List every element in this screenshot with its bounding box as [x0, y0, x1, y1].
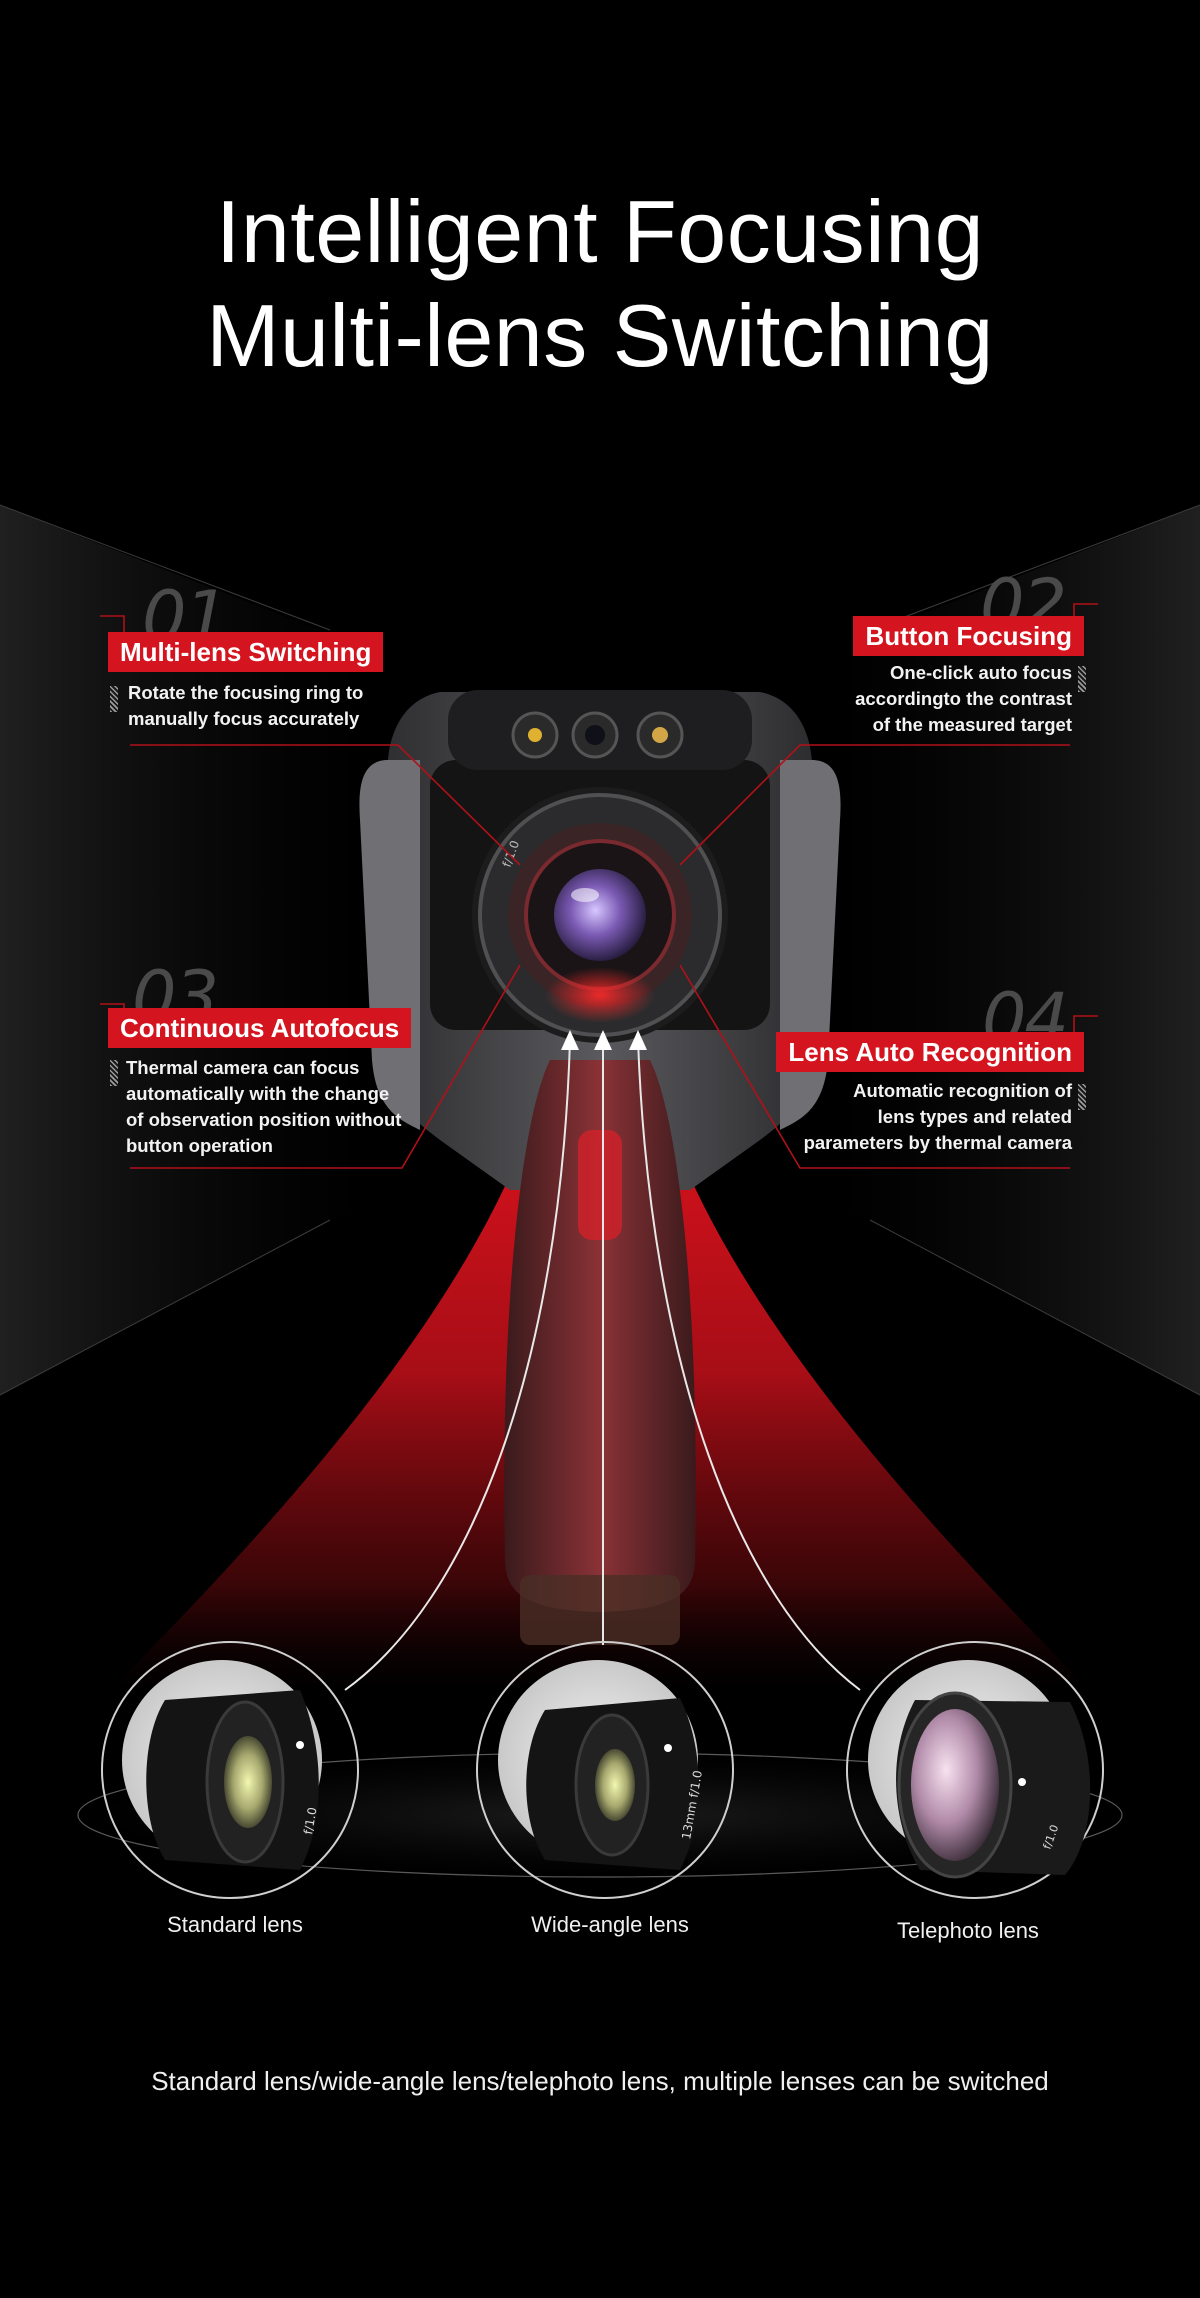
desc-line: accordingto the contrast	[855, 688, 1072, 709]
feature-desc-01: Rotate the focusing ring to manually foc…	[128, 680, 448, 732]
feature-label-continuous-autofocus: Continuous Autofocus	[108, 1008, 412, 1048]
desc-line: manually focus accurately	[128, 708, 360, 729]
desc-line: of the measured target	[872, 714, 1072, 735]
title-line-1: Intelligent Focusing	[215, 182, 985, 281]
footer-caption: Standard lens/wide-angle lens/telephoto …	[151, 2066, 1049, 2096]
feature-desc-03: Thermal camera can focus automatically w…	[126, 1055, 456, 1159]
feature-label-button-focusing: Button Focusing	[853, 616, 1084, 656]
title-line-2: Multi-lens Switching	[206, 286, 994, 385]
hatch-icon	[110, 1060, 118, 1086]
desc-line: One-click auto focus	[890, 662, 1072, 683]
hatch-icon	[110, 686, 118, 712]
lens-engraving: f/1.0	[301, 1806, 320, 1835]
desc-line: automatically with the change	[126, 1083, 390, 1104]
lens-label-telephoto: Telephoto lens	[897, 1918, 1039, 1943]
desc-line: button operation	[126, 1135, 273, 1156]
lens-label-wide-angle: Wide-angle lens	[531, 1912, 689, 1937]
desc-line: Rotate the focusing ring to	[128, 682, 364, 703]
hatch-icon	[1078, 1084, 1086, 1110]
feature-desc-02: One-click auto focus accordingto the con…	[752, 660, 1072, 738]
feature-desc-04: Automatic recognition of lens types and …	[732, 1078, 1072, 1156]
feature-label-lens-recognition: Lens Auto Recognition	[776, 1032, 1084, 1072]
desc-line: Thermal camera can focus	[126, 1057, 360, 1078]
desc-line: lens types and related	[877, 1106, 1072, 1127]
desc-line: of observation position without	[126, 1109, 402, 1130]
lens-label-standard: Standard lens	[167, 1912, 303, 1937]
feature-label-multi-lens: Multi-lens Switching	[108, 632, 384, 672]
desc-line: parameters by thermal camera	[803, 1132, 1072, 1153]
desc-line: Automatic recognition of	[853, 1080, 1072, 1101]
hatch-icon	[1078, 666, 1086, 692]
